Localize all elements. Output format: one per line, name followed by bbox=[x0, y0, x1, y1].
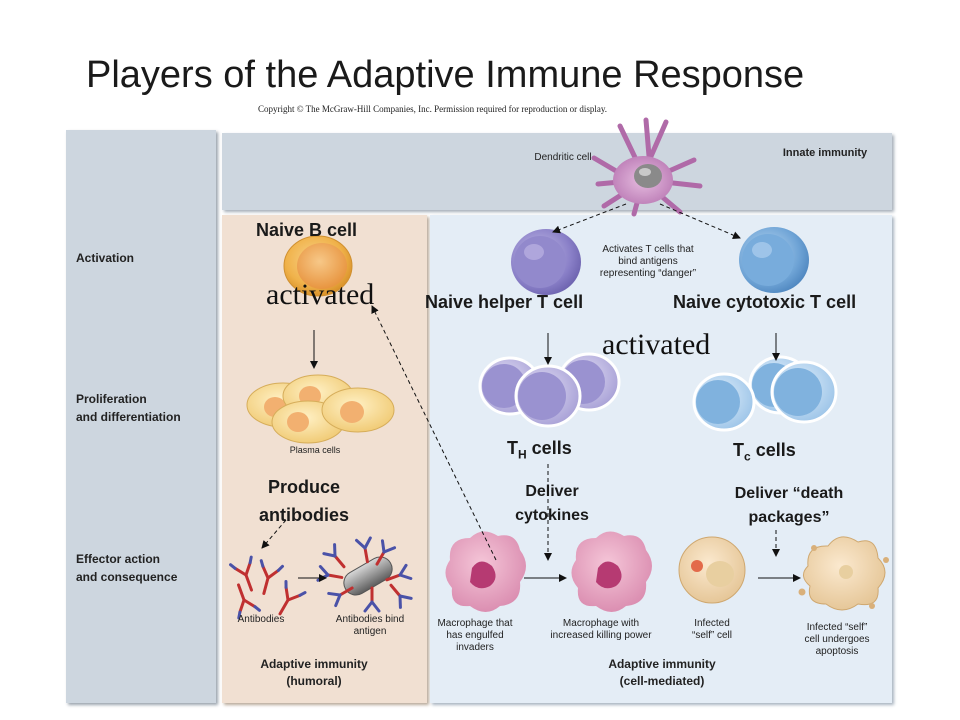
apoptotic-cell-icon bbox=[798, 536, 889, 611]
deliver-cytokines-label: Deliver cytokines bbox=[490, 480, 614, 528]
apoptosis-line-2: cell undergoes bbox=[804, 634, 870, 645]
produce-antibodies-label: Produce antibodies bbox=[236, 473, 372, 529]
dendritic-cell-label: Dendritic cell bbox=[534, 152, 592, 163]
antibodies-icon bbox=[229, 555, 307, 620]
antibodies-bind-line-2: antigen bbox=[353, 626, 387, 637]
macrophage-engulfed-line-2: has engulfed bbox=[446, 630, 504, 641]
produce-line-1: Produce bbox=[267, 477, 341, 497]
macrophage-killing-line-2: increased killing power bbox=[550, 630, 652, 641]
humoral-panel bbox=[222, 215, 427, 703]
deliver-cytokines-line-2: cytokines bbox=[515, 507, 589, 524]
macrophage-killing-icon bbox=[571, 531, 652, 612]
tc-cells-label: Tc cells bbox=[733, 440, 796, 464]
macrophage-killing-line-1: Macrophage with bbox=[562, 618, 640, 629]
macrophage-engulfed-line-1: Macrophage that bbox=[437, 618, 513, 629]
naive-b-cell-label: Naive B cell bbox=[256, 220, 358, 240]
antigen-bound-icon bbox=[316, 536, 413, 613]
tc-cells-tail: cells bbox=[750, 440, 796, 460]
humoral-footer-line-2: (humoral) bbox=[286, 674, 342, 688]
antibodies-label: Antibodies bbox=[237, 614, 285, 625]
innate-immunity-label: Innate immunity bbox=[782, 147, 868, 159]
stage-label-effector-1: Effector action bbox=[76, 552, 161, 566]
deliver-death-packages-label: Deliver “death packages” bbox=[704, 482, 874, 530]
humoral-footer-label: Adaptive immunity (humoral) bbox=[232, 656, 396, 690]
th-cells-sub: H bbox=[518, 447, 527, 462]
naive-b-cell-icon bbox=[283, 235, 353, 297]
plasma-cells-label: Plasma cells bbox=[289, 445, 341, 455]
produce-line-2: antibodies bbox=[258, 505, 349, 525]
activates-line-1: Activates T cells that bbox=[602, 244, 694, 255]
macrophage-engulfed-icon bbox=[445, 531, 526, 612]
naive-helper-t-cell-icon bbox=[511, 229, 581, 295]
apoptosis-line-3: apoptosis bbox=[815, 646, 859, 657]
plasma-cells-icon bbox=[246, 374, 395, 444]
stage-column bbox=[66, 130, 216, 703]
naive-cytotoxic-t-cell-label: Naive cytotoxic T cell bbox=[673, 292, 857, 312]
cell-mediated-footer-line-2: (cell-mediated) bbox=[619, 674, 705, 688]
th-cells-main: T bbox=[507, 438, 518, 458]
infected-line-1: Infected bbox=[694, 618, 730, 629]
th-cells-icon bbox=[478, 352, 621, 428]
stage-label-activation: Activation bbox=[76, 251, 135, 265]
dendritic-cell-icon bbox=[591, 117, 703, 217]
th-cells-tail: cells bbox=[526, 438, 572, 458]
tc-cells-main: T bbox=[733, 440, 744, 460]
humoral-footer-line-1: Adaptive immunity bbox=[260, 657, 368, 671]
flow-arrows bbox=[261, 203, 801, 582]
copyright-notice: Copyright © The McGraw-Hill Companies, I… bbox=[258, 104, 608, 114]
th-cells-label: TH cells bbox=[507, 438, 572, 462]
stage-label-proliferation-1: Proliferation bbox=[76, 392, 147, 406]
t-cell-activated-label: activated bbox=[602, 328, 711, 361]
cell-mediated-panel bbox=[430, 215, 892, 703]
deliver-death-line-1: Deliver “death bbox=[734, 485, 844, 502]
infected-self-cell-label: Infected “self” cell bbox=[676, 618, 748, 642]
infected-self-cell-icon bbox=[678, 536, 746, 604]
b-cell-activated-label: activated bbox=[266, 278, 375, 311]
innate-immunity-panel bbox=[222, 133, 892, 210]
naive-cytotoxic-t-cell-icon bbox=[739, 227, 809, 293]
antibodies-bind-antigen-label: Antibodies bind antigen bbox=[320, 614, 420, 638]
page-title: Players of the Adaptive Immune Response bbox=[86, 54, 805, 96]
tc-cells-icon bbox=[692, 355, 838, 432]
apoptosis-line-1: Infected “self” bbox=[806, 622, 868, 633]
infected-line-2: “self” cell bbox=[691, 630, 732, 641]
cell-mediated-footer-line-1: Adaptive immunity bbox=[608, 657, 716, 671]
tc-cells-sub: c bbox=[744, 449, 751, 464]
antibodies-bind-line-1: Antibodies bind bbox=[335, 614, 405, 625]
activates-line-2: bind antigens bbox=[618, 256, 678, 267]
stage-label-effector-2: and consequence bbox=[76, 570, 178, 584]
macrophage-killing-label: Macrophage with increased killing power bbox=[540, 618, 662, 642]
activates-line-3: representing “danger” bbox=[599, 268, 697, 279]
macrophage-engulfed-label: Macrophage that has engulfed invaders bbox=[432, 618, 518, 654]
macrophage-engulfed-line-3: invaders bbox=[456, 642, 494, 653]
stage-label-proliferation-2: and differentiation bbox=[76, 410, 181, 424]
deliver-cytokines-line-1: Deliver bbox=[525, 483, 579, 500]
cell-mediated-footer-label: Adaptive immunity (cell-mediated) bbox=[580, 656, 744, 690]
activates-t-cells-note: Activates T cells that bind antigens rep… bbox=[582, 244, 714, 280]
deliver-death-line-2: packages” bbox=[748, 509, 830, 526]
apoptosis-label: Infected “self” cell undergoes apoptosis bbox=[790, 622, 884, 658]
naive-helper-t-cell-label: Naive helper T cell bbox=[425, 292, 584, 312]
